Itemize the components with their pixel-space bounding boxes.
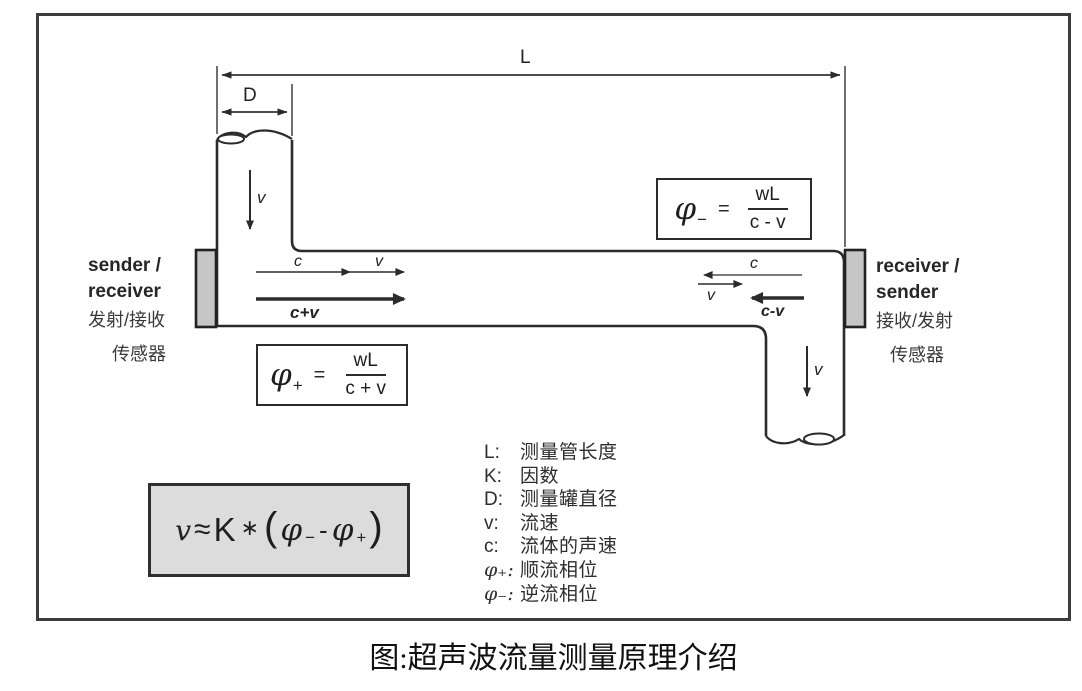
- legend-item-sound-speed: c: 流体的声速: [484, 536, 618, 558]
- dimension-label-diameter: D: [243, 85, 257, 106]
- receiver-label-line2: sender: [876, 282, 939, 303]
- flow-label-left-c-plus-v: c+v: [290, 303, 320, 322]
- formula-box-phi-plus: φ + = wL c + v: [256, 344, 408, 406]
- legend-item-length: L: 测量管长度: [484, 442, 618, 463]
- result-k: K: [213, 511, 236, 548]
- sender-transducer: [194, 248, 218, 329]
- sender-label-sensor: 传感器: [112, 344, 166, 364]
- legend-item-velocity: v: 流速: [484, 512, 560, 534]
- minus-operator: -: [319, 514, 328, 545]
- pipe-left-bottom-edge: [215, 140, 768, 436]
- formula-box-phi-minus: φ − = wL c - v: [656, 178, 812, 240]
- flow-label-left-v: v: [375, 253, 384, 270]
- result-phi-minus-sub: −: [305, 528, 316, 547]
- legend-item-phi-minus: φ₋: 逆流相位: [484, 582, 599, 605]
- sender-label-line2: receiver: [88, 281, 161, 302]
- receiver-label-block: receiver / sender 接收/发射 传感器: [876, 254, 959, 370]
- approx-sign: ≈: [194, 513, 211, 546]
- receiver-transducer: [843, 248, 867, 329]
- flow-label-right-c: c: [750, 255, 758, 272]
- figure-caption: 图:超声波流量测量原理介绍: [369, 642, 738, 675]
- phi-plus-symbol: φ +: [270, 356, 303, 395]
- result-phi-plus-sub: +: [356, 528, 367, 547]
- fraction-wl-over-c-plus-v: wL c + v: [345, 349, 386, 399]
- result-v: v: [175, 513, 192, 547]
- legend-item-diameter: D: 测量罐直径: [484, 489, 618, 511]
- legend: L: 测量管长度 K: 因数 D: 测量罐直径 v: 流速 c: 流体的声速 φ…: [484, 437, 618, 605]
- flow-label-right-c-minus-v: c-v: [761, 303, 785, 320]
- dimension-lines: [216, 66, 846, 247]
- dimension-label-length: L: [520, 47, 531, 68]
- flow-label-top-v: v: [257, 188, 267, 207]
- fraction-wl-over-c-minus-v: wL c - v: [742, 184, 794, 235]
- result-phi-plus: φ: [331, 512, 354, 548]
- result-phi-minus: φ: [280, 512, 303, 548]
- equals-sign: =: [718, 197, 730, 220]
- left-paren: (: [264, 504, 278, 549]
- legend-item-phi-plus: φ₊: 顺流相位: [484, 558, 599, 581]
- right-paren: ): [369, 504, 383, 549]
- pipe-top-break-ellipse: [217, 133, 245, 145]
- flow-label-right-v: v: [707, 287, 716, 304]
- phi-minus-symbol: φ −: [674, 190, 708, 229]
- sender-label-line1: sender /: [88, 255, 161, 276]
- receiver-label-sensor: 传感器: [890, 345, 944, 365]
- pipe-top-right-edge: [290, 140, 846, 436]
- sender-label-cn: 发射/接收: [88, 310, 166, 330]
- asterisk-operator: ∗: [240, 515, 260, 540]
- receiver-label-line1: receiver /: [876, 256, 960, 277]
- formula-box-result: v ≈ K ∗ ( φ − - φ + ): [148, 483, 410, 577]
- sender-label-block: sender / receiver 发射/接收 传感器: [88, 253, 166, 369]
- flow-label-left-c: c: [294, 253, 302, 270]
- flow-arrows: [246, 170, 811, 397]
- receiver-label-cn: 接收/发射: [876, 311, 954, 331]
- equals-sign: =: [313, 363, 326, 386]
- pipe-bottom-break-ellipse: [803, 432, 835, 446]
- flow-label-down-v: v: [814, 360, 824, 379]
- legend-item-factor: K: 因数: [484, 465, 560, 487]
